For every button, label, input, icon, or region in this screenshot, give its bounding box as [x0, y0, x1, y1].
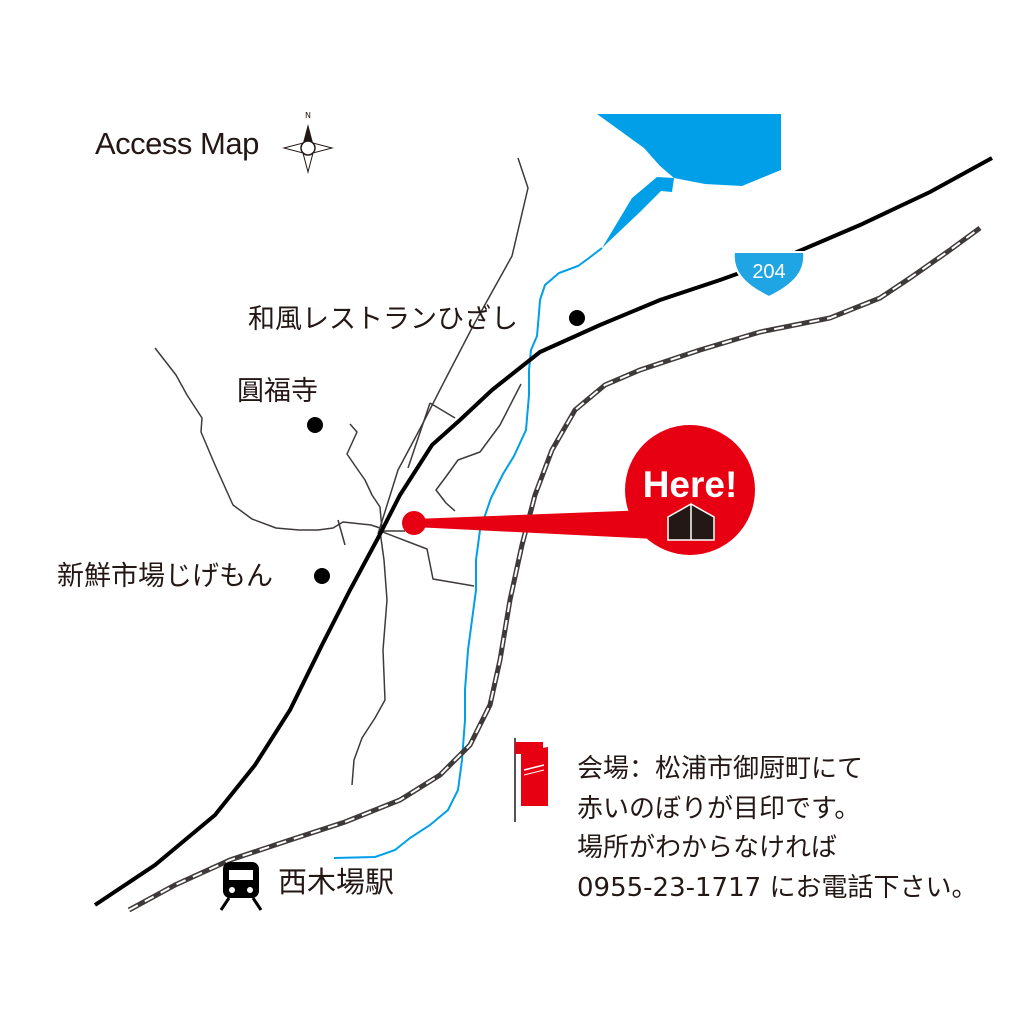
note-line: 会場：松浦市御厨町にて [577, 754, 864, 784]
shinsen-marker [314, 568, 330, 584]
here-pointer: Here! [402, 425, 755, 555]
house-icon [667, 503, 715, 541]
note-line: 赤いのぼりが目印です。 [577, 793, 861, 824]
river [333, 247, 603, 859]
station-label: 西木場駅 [278, 865, 395, 899]
here-label: Here! [643, 464, 738, 505]
landmark-hizashi-label: 和風レストランひざし [248, 304, 518, 335]
sea-area [597, 114, 781, 248]
train-icon [219, 862, 263, 911]
compass-icon: N [282, 111, 334, 174]
enpukuji-marker [307, 417, 323, 433]
landmark-enpukuji-label: 圓福寺 [237, 376, 318, 407]
compass-north-label: N [305, 111, 311, 120]
route-204-badge: 204 [732, 251, 806, 299]
map-title: Access Map [95, 126, 259, 161]
note-line: 0955-23-1717 にお電話下さい。 [577, 872, 978, 903]
minor-roads [154, 157, 529, 786]
note-line: 場所がわからなければ [577, 833, 838, 863]
banner-flag-icon [514, 738, 548, 822]
venue-notes: 会場：松浦市御厨町にて 赤いのぼりが目印です。 場所がわからなければ 0955-… [577, 750, 977, 908]
hizashi-marker [569, 310, 585, 326]
route-number: 204 [752, 261, 785, 283]
landmark-shinsen-label: 新鮮市場じげもん [57, 561, 273, 592]
